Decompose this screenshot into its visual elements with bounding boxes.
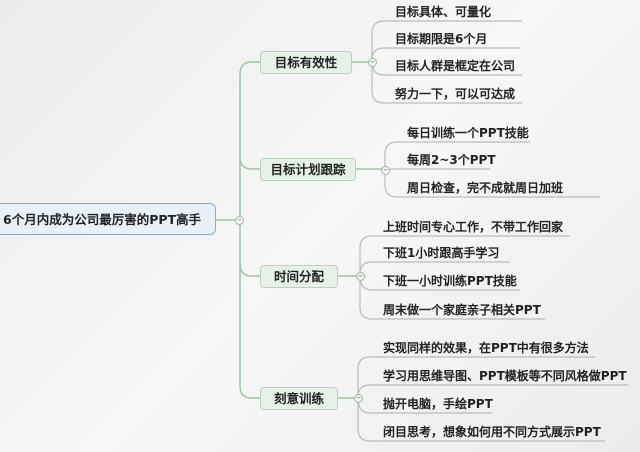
leaf-topic[interactable]: 抛开电脑，手绘PPT: [383, 397, 493, 411]
leaf-topic[interactable]: 周末做一个家庭亲子相关PPT: [383, 303, 541, 317]
leaf-topic[interactable]: 下班一小时训练PPT技能: [383, 274, 517, 288]
leaf-topic[interactable]: 闭目思考，想象如何用不同方式展示PPT: [383, 425, 601, 439]
collapse-root-icon[interactable]: –: [235, 216, 244, 225]
collapse-icon[interactable]: –: [354, 394, 363, 403]
collapse-icon[interactable]: –: [368, 58, 377, 67]
leaf-topic[interactable]: 周日检查，完不成就周日加班: [407, 181, 564, 195]
leaf-topic[interactable]: 目标人群是框定在公司: [395, 59, 516, 73]
leaf-topic[interactable]: 实现同样的效果，在PPT中有很多方法: [383, 341, 589, 355]
collapse-icon[interactable]: –: [381, 166, 390, 175]
root-topic[interactable]: 6个月内成为公司最厉害的PPT高手: [0, 203, 216, 235]
leaf-topic[interactable]: 每周2~3个PPT: [407, 153, 496, 167]
leaf-topic[interactable]: 目标具体、可量化: [395, 5, 492, 19]
branch-time-allocation[interactable]: 时间分配: [260, 265, 338, 288]
leaf-topic[interactable]: 上班时间专心工作，不带工作回家: [383, 220, 564, 234]
branch-deliberate-practice[interactable]: 刻意训练: [260, 387, 338, 410]
leaf-topic[interactable]: 目标期限是6个月: [395, 32, 488, 46]
leaf-topic[interactable]: 下班1小时跟高手学习: [383, 246, 500, 260]
collapse-icon[interactable]: –: [356, 272, 365, 281]
branch-goal-validity[interactable]: 目标有效性: [260, 51, 352, 74]
leaf-topic[interactable]: 学习用思维导图、PPT模板等不同风格做PPT: [383, 369, 627, 383]
leaf-topic[interactable]: 每日训练一个PPT技能: [407, 126, 529, 140]
leaf-topic[interactable]: 努力一下，可以可达成: [395, 87, 516, 101]
branch-goal-tracking[interactable]: 目标计划跟踪: [260, 158, 356, 181]
